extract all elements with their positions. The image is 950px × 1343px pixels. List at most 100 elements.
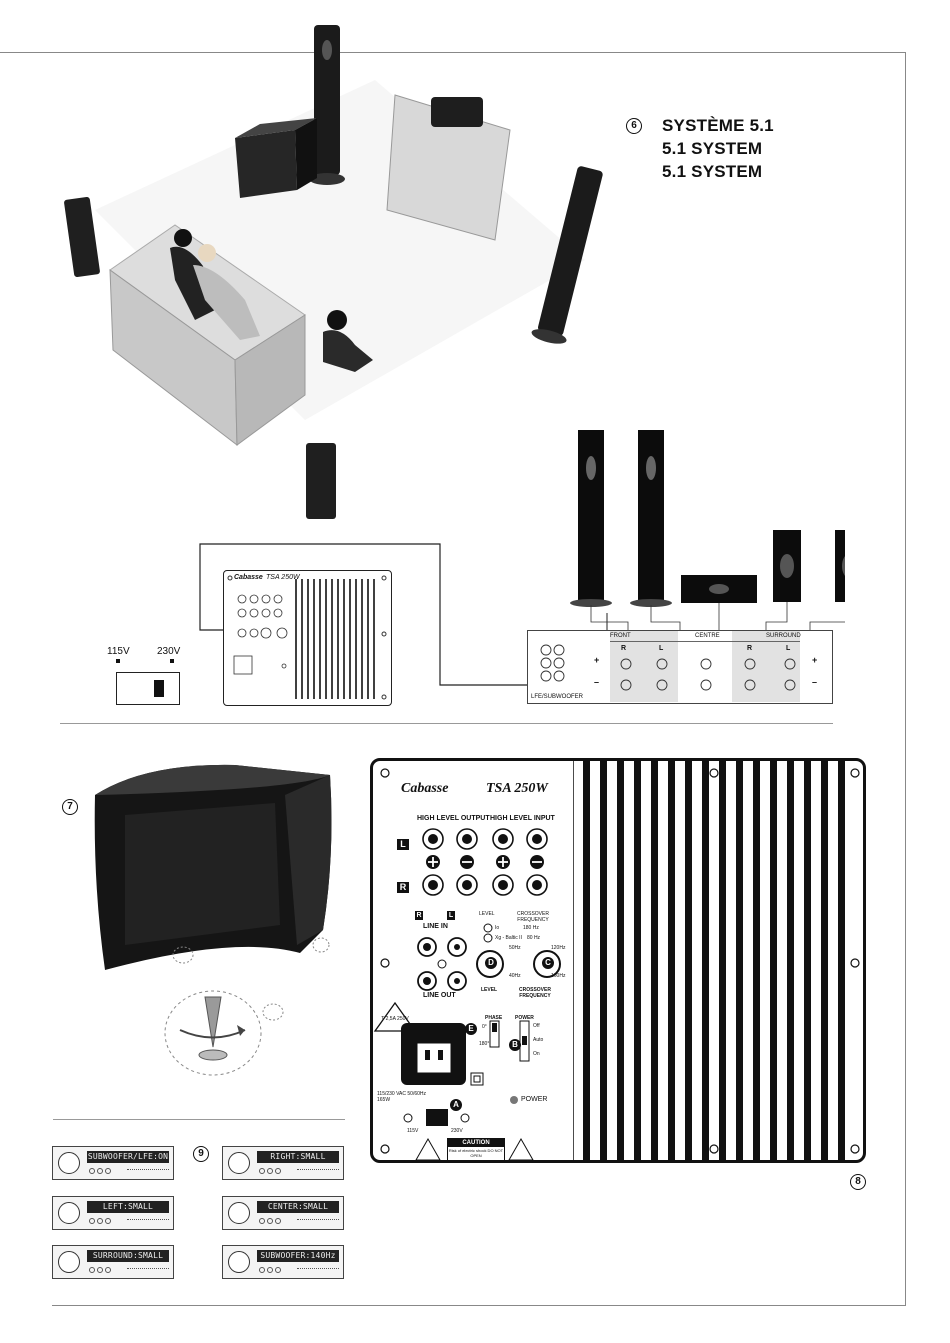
phase-180: 180° xyxy=(479,1041,490,1047)
display-button xyxy=(105,1218,111,1224)
heatsink-fins xyxy=(573,761,860,1161)
display-indicator-row xyxy=(127,1268,169,1273)
wiring-diagram xyxy=(199,430,845,686)
group-centre-label: CENTRE xyxy=(695,633,720,639)
receiver-display-4: CENTER:SMALL xyxy=(222,1196,344,1230)
display-screen-4: CENTER:SMALL xyxy=(257,1201,339,1213)
high-level-output-label: HIGH LEVEL OUTPUT xyxy=(417,815,490,822)
display-button xyxy=(267,1218,273,1224)
figure-9-marker: 9 xyxy=(193,1146,209,1162)
display-indicator-row xyxy=(297,1219,339,1224)
front-left-speaker xyxy=(309,25,345,185)
display-screen-3: LEFT:SMALL xyxy=(87,1201,169,1213)
display-knob xyxy=(228,1152,250,1174)
level-top-label: LEVEL xyxy=(479,911,495,917)
display-button xyxy=(275,1218,281,1224)
display-knob xyxy=(58,1152,80,1174)
small-panel-drawing xyxy=(227,575,387,700)
receiver-display-1: SUBWOOFER/LFE:ON xyxy=(52,1146,174,1180)
small-panel-model: TSA 250W xyxy=(266,574,300,581)
display-knob xyxy=(58,1251,80,1273)
crossover-top-label: CROSSOVER FREQUENCY xyxy=(517,911,549,923)
surround-right-speaker xyxy=(306,443,336,519)
knob-d-tick-bottom: 40Hz xyxy=(509,973,521,979)
display-screen-2: RIGHT:SMALL xyxy=(257,1151,339,1163)
mains-spec: 115/230 VAC 50/60Hz 165W xyxy=(377,1091,427,1103)
knob-c-tick-bottom: 160Hz xyxy=(551,973,566,979)
panel-voltage-230: 230V xyxy=(451,1128,463,1134)
centre-speaker xyxy=(431,97,483,127)
display-button xyxy=(275,1267,281,1273)
small-rear-panel: Cabasse TSA 250W xyxy=(223,570,392,706)
lfe-subwoofer-label: LFE/SUBWOOFER xyxy=(531,694,584,700)
power-switch-label: POWER xyxy=(515,1015,534,1021)
display-button xyxy=(259,1218,265,1224)
surround-left-speaker xyxy=(64,196,100,278)
subwoofer-cube xyxy=(235,118,317,198)
level-option-1: Io xyxy=(495,925,500,931)
display-button xyxy=(267,1267,273,1273)
knob-c-tick-top: 120Hz xyxy=(551,945,566,951)
minus-sign-right: – xyxy=(812,677,818,687)
small-panel-brand: Cabasse xyxy=(234,574,263,581)
level-option-2: Xg - Baltic II xyxy=(495,935,522,941)
voltage-tick-115 xyxy=(116,659,120,663)
amp-rear-panel: Cabasse TSA 250W HIGH LEVEL OUTPUT HIGH … xyxy=(370,758,866,1163)
channel-front-r: R xyxy=(621,645,627,652)
caution-note: Risk of electric shock DO NOT OPEN xyxy=(448,1148,504,1158)
fuse-value: T 2,5A 250V xyxy=(381,1016,409,1022)
minus-sign-left: – xyxy=(594,677,600,687)
panel-connectors-drawing xyxy=(373,768,561,1161)
callout-e: E xyxy=(465,1023,477,1035)
high-level-input-label: HIGH LEVEL INPUT xyxy=(490,815,555,822)
receiver-terminals xyxy=(540,644,796,691)
display-indicator-row xyxy=(127,1169,169,1174)
display-indicator-row xyxy=(297,1268,339,1273)
phase-label: PHASE xyxy=(485,1015,503,1021)
panel-brand: Cabasse xyxy=(401,781,449,796)
spike-detail-circle xyxy=(164,990,262,1076)
caution-title: CAUTION xyxy=(448,1139,504,1147)
display-indicator-row xyxy=(127,1219,169,1224)
receiver-display-6: SUBWOOFER:140Hz xyxy=(222,1245,344,1279)
subwoofer-illustration xyxy=(94,764,332,1076)
line-in-label: LINE IN xyxy=(423,923,448,930)
page-frame-top xyxy=(0,52,906,53)
display-knob xyxy=(228,1202,250,1224)
voltage-selector-switch[interactable] xyxy=(116,672,180,705)
display-screen-5: SURROUND:SMALL xyxy=(87,1250,169,1262)
voltage-selector-knob xyxy=(154,680,164,697)
plus-sign-left: + xyxy=(594,655,600,665)
display-button xyxy=(105,1267,111,1273)
display-button xyxy=(89,1218,95,1224)
display-button xyxy=(97,1218,103,1224)
group-front-label: FRONT xyxy=(610,633,631,639)
phase-0: 0° xyxy=(482,1024,487,1030)
panel-model: TSA 250W xyxy=(486,781,548,796)
surround-speakers xyxy=(773,530,845,602)
display-screen-1: SUBWOOFER/LFE:ON xyxy=(87,1151,169,1163)
receiver-display-3: LEFT:SMALL xyxy=(52,1196,174,1230)
channel-surround-l: L xyxy=(786,645,791,652)
receiver-rear-panel: FRONT CENTRE SURROUND R L R L + – + – LF… xyxy=(527,630,833,704)
voltage-label-115: 115V xyxy=(107,646,130,657)
knob-d-badge[interactable]: D xyxy=(485,957,497,969)
display-screen-6: SUBWOOFER:140Hz xyxy=(257,1250,339,1262)
panel-voltage-115: 115V xyxy=(407,1128,419,1134)
figure-7-marker: 7 xyxy=(62,799,78,815)
display-button xyxy=(97,1267,103,1273)
display-button xyxy=(105,1168,111,1174)
channel-surround-r: R xyxy=(747,645,753,652)
display-knob xyxy=(228,1251,250,1273)
knob-c-badge[interactable]: C xyxy=(542,957,554,969)
callout-a: A xyxy=(450,1099,462,1111)
home-theater-room-illustration xyxy=(64,25,603,519)
group-divider xyxy=(610,641,800,642)
line-in-l-badge: L xyxy=(447,911,455,920)
callout-b: B xyxy=(509,1039,521,1051)
figure-8-marker: 8 xyxy=(850,1174,866,1190)
section-title-fr: SYSTÈME 5.1 xyxy=(662,116,774,135)
caution-label-box: CAUTION Risk of electric shock DO NOT OP… xyxy=(447,1138,505,1162)
crossover-value: 180 Hz xyxy=(523,925,539,931)
section-title-en: 5.1 SYSTEM xyxy=(662,139,763,158)
